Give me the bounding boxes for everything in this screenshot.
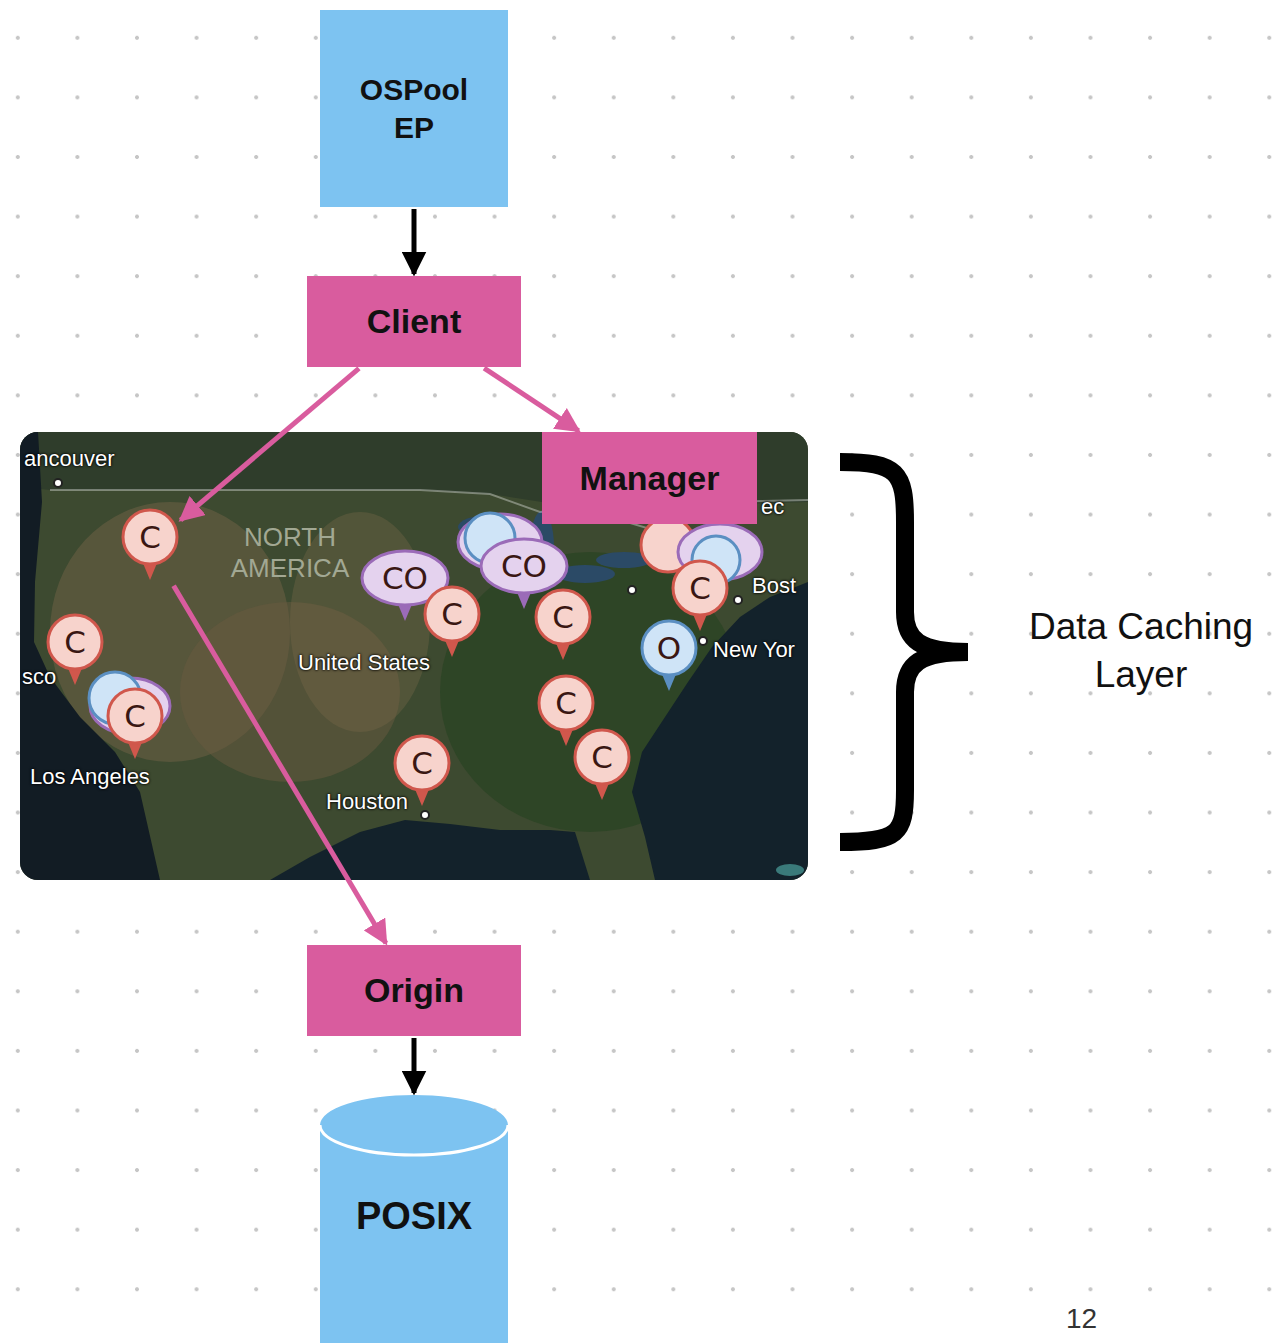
pin-letter: C xyxy=(534,590,592,644)
connector-arrow xyxy=(412,1038,417,1093)
pin-letter: C xyxy=(106,689,164,743)
layer-label: Data Caching Layer xyxy=(1008,603,1274,699)
connector-arrow xyxy=(412,209,417,274)
manager-box: Manager xyxy=(542,432,757,524)
pin-letter: C xyxy=(537,676,595,730)
city-dot xyxy=(628,586,636,594)
cylinder-body xyxy=(320,1095,508,1343)
map-place-name: sco xyxy=(22,664,56,690)
cache-pin: C xyxy=(534,588,592,664)
land xyxy=(20,432,808,880)
origin-pin: O xyxy=(640,619,698,695)
map-imagery xyxy=(20,432,808,880)
pin-letter: C xyxy=(573,730,631,784)
connector-arrow xyxy=(174,586,386,944)
pin-letter: CO xyxy=(479,539,569,593)
origin-box: Origin xyxy=(307,945,521,1036)
connector-arrow xyxy=(484,368,578,431)
map-region-name: NORTH AMERICA xyxy=(220,522,360,584)
pin-letter: C xyxy=(671,561,729,615)
atlantic-ocean xyxy=(632,582,808,880)
map-place-name: ec xyxy=(761,494,784,520)
pin-letter: C xyxy=(46,615,104,669)
cylinder-rim xyxy=(320,1125,508,1155)
map-place-name: New Yor xyxy=(713,637,795,663)
city-dot xyxy=(734,596,742,604)
map-place-name: ancouver xyxy=(24,446,115,472)
box-label: OSPool EP xyxy=(349,71,479,146)
gulf-of-mexico xyxy=(270,820,590,880)
cache-pin: C xyxy=(423,585,481,661)
pin-letter: C xyxy=(423,587,481,641)
pin-letter: C xyxy=(393,736,451,790)
map-place-name: United States xyxy=(298,650,430,676)
storage-cylinder: POSIX xyxy=(320,1095,508,1343)
shallow-sea xyxy=(776,864,804,876)
map-place-name: Bost xyxy=(752,573,796,599)
box-label: Manager xyxy=(580,457,720,500)
cache-pin: C xyxy=(573,728,631,804)
map-place-name: Los Angeles xyxy=(30,764,150,790)
city-dot xyxy=(54,479,62,487)
pacific-ocean xyxy=(20,432,160,880)
pin-letter: C xyxy=(121,510,179,564)
box-label: Origin xyxy=(364,969,464,1012)
city-dot xyxy=(699,637,707,645)
client-box: Client xyxy=(307,276,521,367)
cache-pin: C xyxy=(106,687,164,763)
curly-brace xyxy=(840,462,968,842)
connector-arrow xyxy=(181,368,359,520)
pin-letter: O xyxy=(640,621,698,675)
city-dot xyxy=(421,811,429,819)
storage-label: POSIX xyxy=(320,1195,508,1238)
execution-point-box: OSPool EP xyxy=(320,10,508,207)
box-label: Client xyxy=(367,300,461,343)
map-place-name: Houston xyxy=(326,789,408,815)
cache-pin: C xyxy=(121,508,179,584)
page-number: 12 xyxy=(1066,1303,1097,1335)
